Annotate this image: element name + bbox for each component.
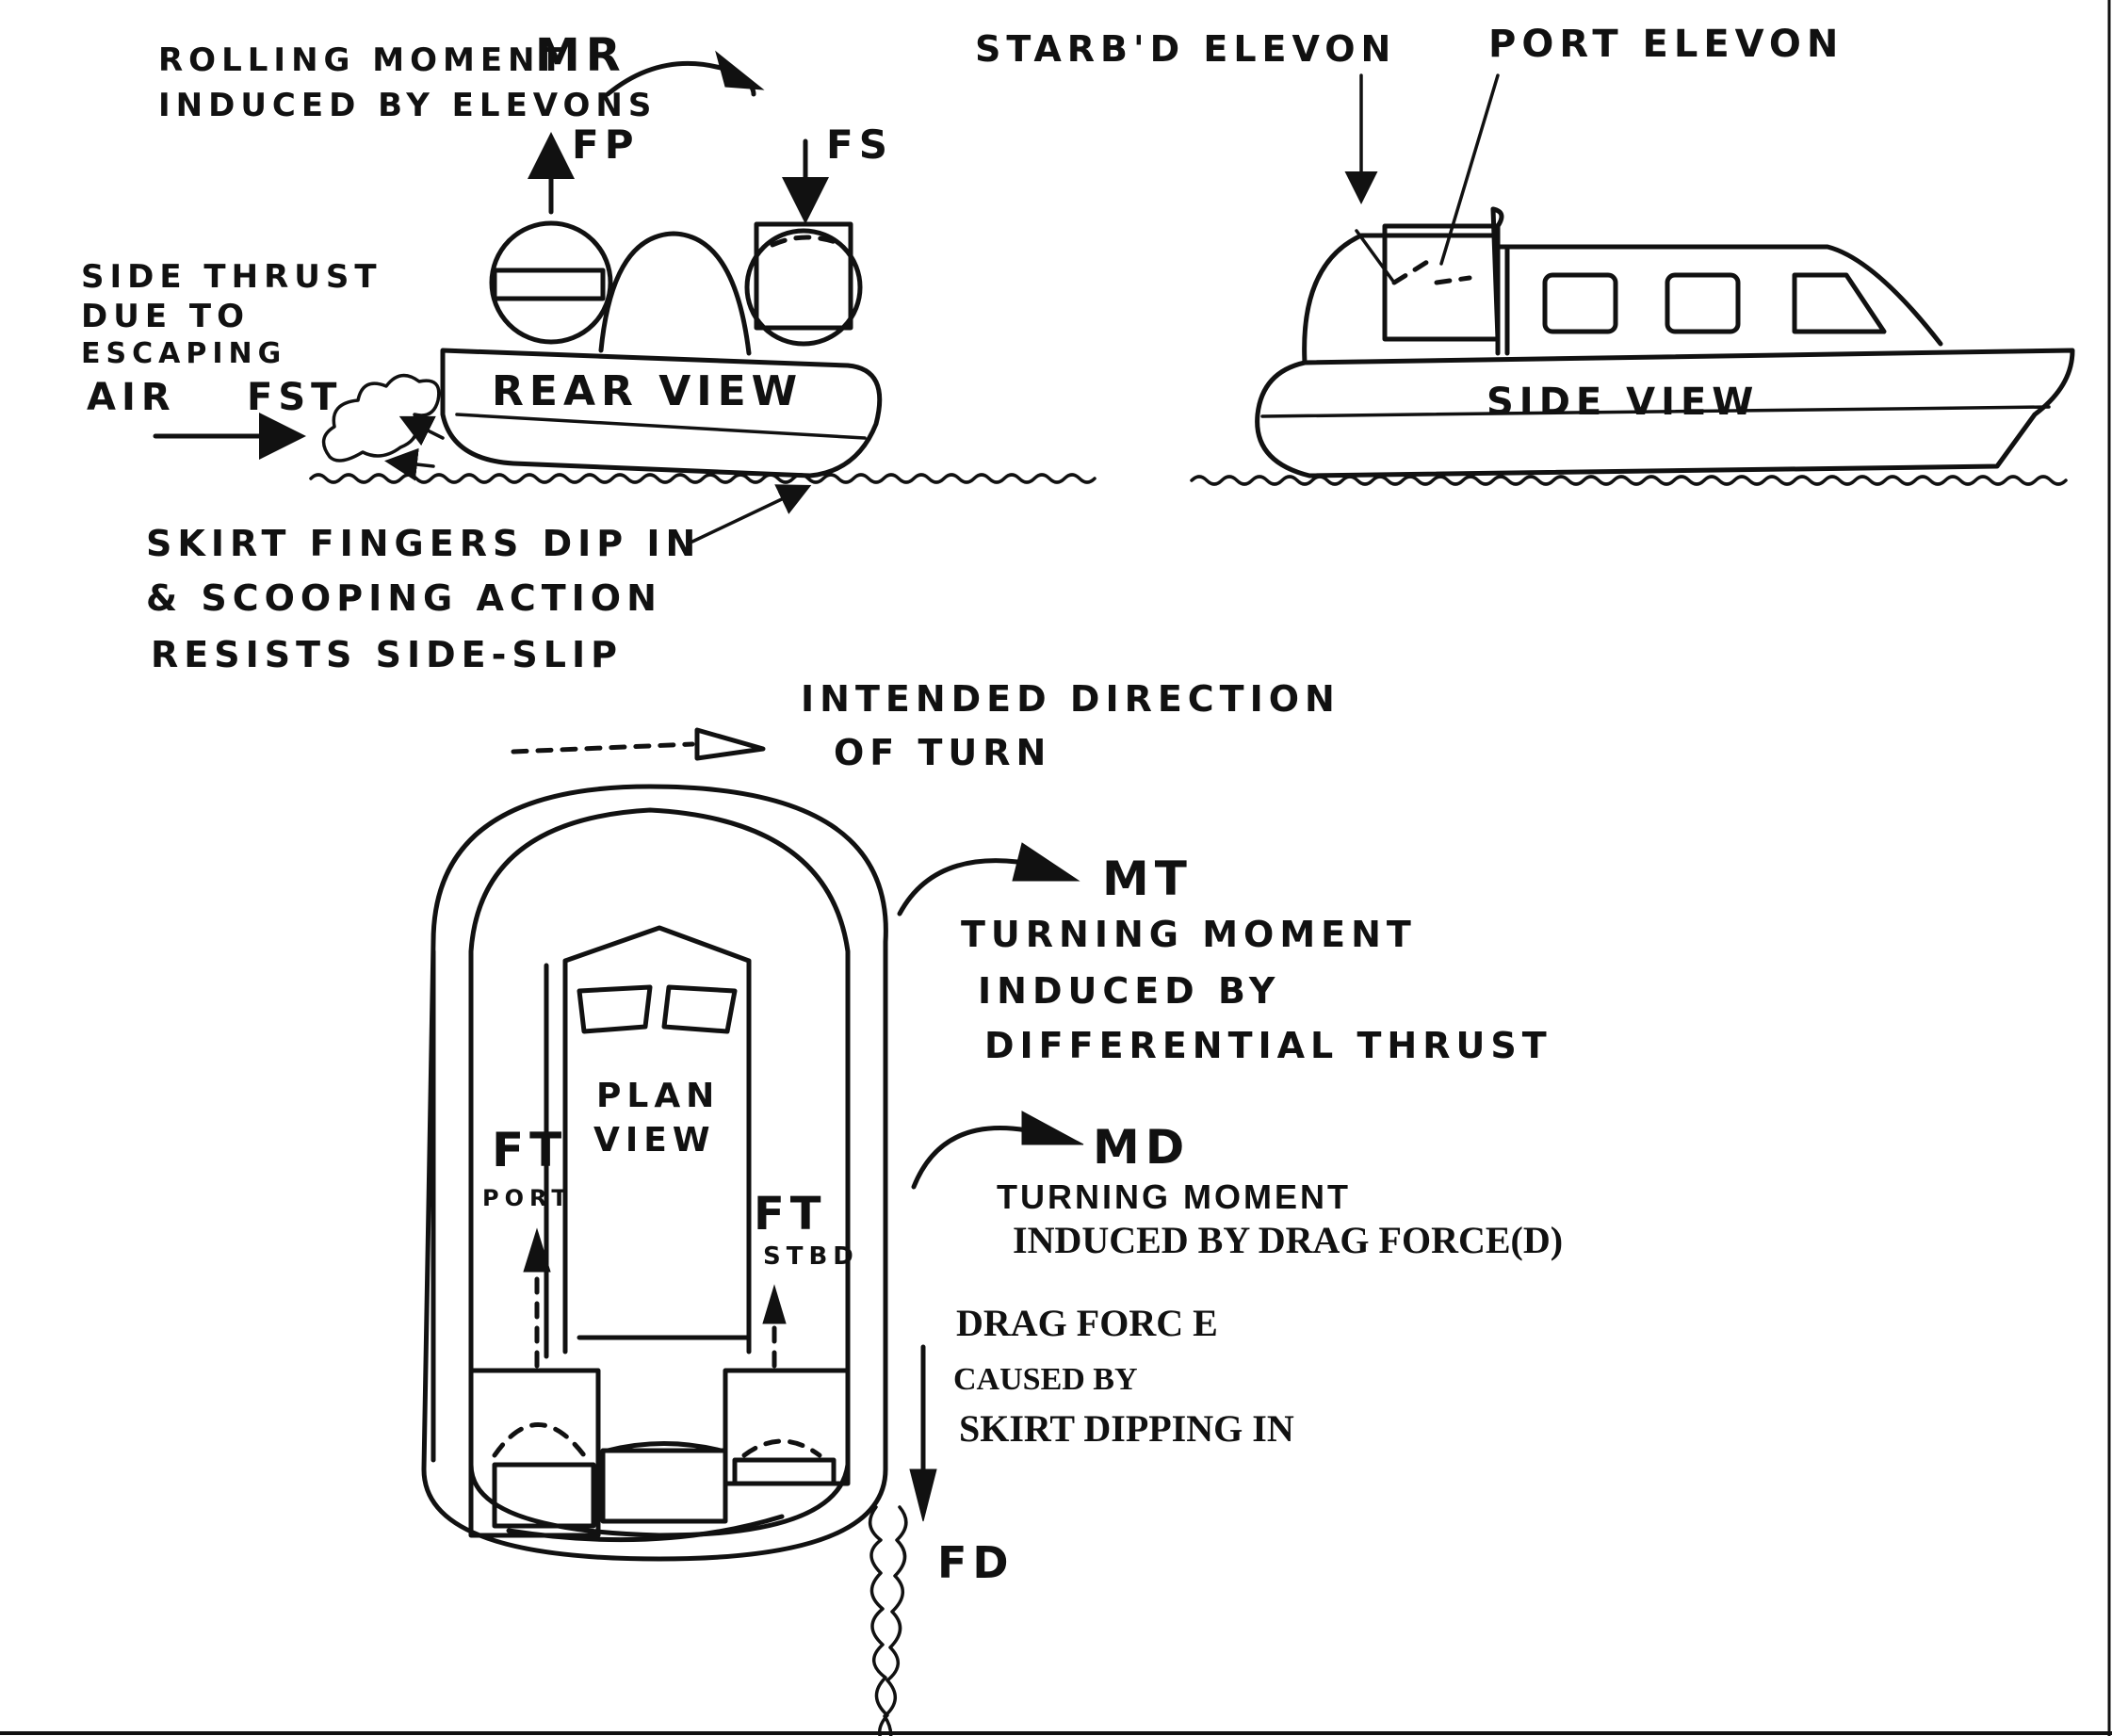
rolling-moment-symbol: MR (535, 29, 626, 82)
side-window-2 (1665, 272, 1741, 334)
mt-line2: INDUCED BY (978, 970, 1280, 1012)
intended-direction-arrow (511, 741, 695, 754)
rear-hull (440, 348, 883, 479)
intended-line1: INTENDED DIRECTION (801, 678, 1340, 720)
fs-label: FS (826, 122, 893, 168)
starbd-elevon-label: STARB'D ELEVON (975, 28, 1396, 70)
drag-line2: CAUSED BY (953, 1362, 1138, 1397)
fd-arrow (909, 1468, 937, 1522)
port-elevon-label: PORT ELEVON (1488, 23, 1844, 66)
md-line1: TURNING MOMENT (997, 1177, 1351, 1216)
mt-symbol: MT (1102, 852, 1193, 906)
side-view-label: SIDE VIEW (1487, 381, 1759, 424)
skirt-line1: SKIRT FINGERS DIP IN (146, 523, 701, 564)
plan-skirt-outer (421, 784, 888, 1562)
intended-line2: OF TURN (834, 732, 1051, 773)
stbd-fan-duct (744, 228, 863, 347)
skirt-leader (690, 484, 812, 544)
side-window-1 (1542, 272, 1618, 334)
ft-port-arrow (523, 1227, 551, 1273)
plan-label-line2: VIEW (593, 1121, 716, 1160)
plan-window-right (661, 984, 738, 1034)
rear-view-diagram: FP FS REAR VIEW ROLLING MOMENT MR INDUCE… (81, 29, 1097, 675)
plan-label-line1: PLAN (596, 1077, 720, 1115)
rear-cabin (598, 231, 752, 356)
skirt-line2: & SCOOPING ACTION (146, 577, 662, 619)
stbd-fan-elevon (754, 221, 853, 331)
ft-stbd-arrow (762, 1284, 787, 1324)
rear-view-label: REAR VIEW (492, 367, 803, 415)
drag-wake (868, 1505, 908, 1736)
ft-stbd-sub: STBD (763, 1242, 859, 1271)
md-line2: INDUCED BY DRAG FORCE(D) (1013, 1219, 1563, 1261)
rolling-moment-arrowhead (715, 50, 765, 90)
ft-port-sub: PORT (482, 1185, 573, 1211)
side-cabin (1302, 233, 1943, 365)
skirt-line3: RESISTS SIDE-SLIP (151, 634, 623, 675)
plan-stbd-fan (723, 1368, 851, 1486)
mt-line3: DIFFERENTIAL THRUST (984, 1025, 1552, 1066)
mt-arrow (897, 858, 1020, 917)
side-hull (1255, 348, 2075, 479)
side-thrust-line2: DUE TO (81, 298, 250, 335)
rolling-moment-line1: ROLLING MOMENT (158, 41, 568, 79)
md-arrow (911, 1126, 1030, 1190)
port-fan-elevon (492, 268, 606, 301)
side-thrust-line3: ESCAPING (81, 337, 286, 370)
ft-port-symbol: FT (492, 1123, 567, 1177)
mt-line1: TURNING MOMENT (961, 914, 1417, 955)
rear-water-line (309, 473, 1097, 484)
plan-port-fan (468, 1368, 601, 1538)
side-window-3 (1792, 272, 1887, 334)
ft-stbd-symbol: FT (754, 1188, 827, 1241)
plan-cabin (562, 925, 752, 1355)
fp-label: FP (572, 122, 639, 168)
side-water-line (1190, 475, 2068, 486)
escaping-air-cloud (321, 373, 441, 462)
rear-hull-line (455, 413, 867, 440)
drag-line1: DRAG FORC E (956, 1302, 1218, 1344)
plan-window-left (577, 984, 653, 1034)
rolling-moment-line2: INDUCED BY ELEVONS (158, 87, 657, 124)
side-thrust-line1: SIDE THRUST (81, 258, 382, 296)
md-symbol: MD (1093, 1120, 1190, 1175)
drag-line3: SKIRT DIPPING IN (959, 1407, 1294, 1450)
port-elevon-leader (1439, 73, 1500, 266)
fst-label: FST (247, 376, 342, 419)
plan-center-unit (600, 1448, 728, 1524)
side-thrust-line4: AIR (87, 376, 176, 419)
side-view-diagram: SIDE VIEW STARB'D ELEVON PORT ELEVON (975, 23, 2075, 486)
port-fan-duct (489, 220, 613, 345)
plan-view-diagram: INTENDED DIRECTION OF TURN PLAN VIEW FT … (421, 678, 1563, 1736)
fd-label: FD (937, 1537, 1015, 1588)
